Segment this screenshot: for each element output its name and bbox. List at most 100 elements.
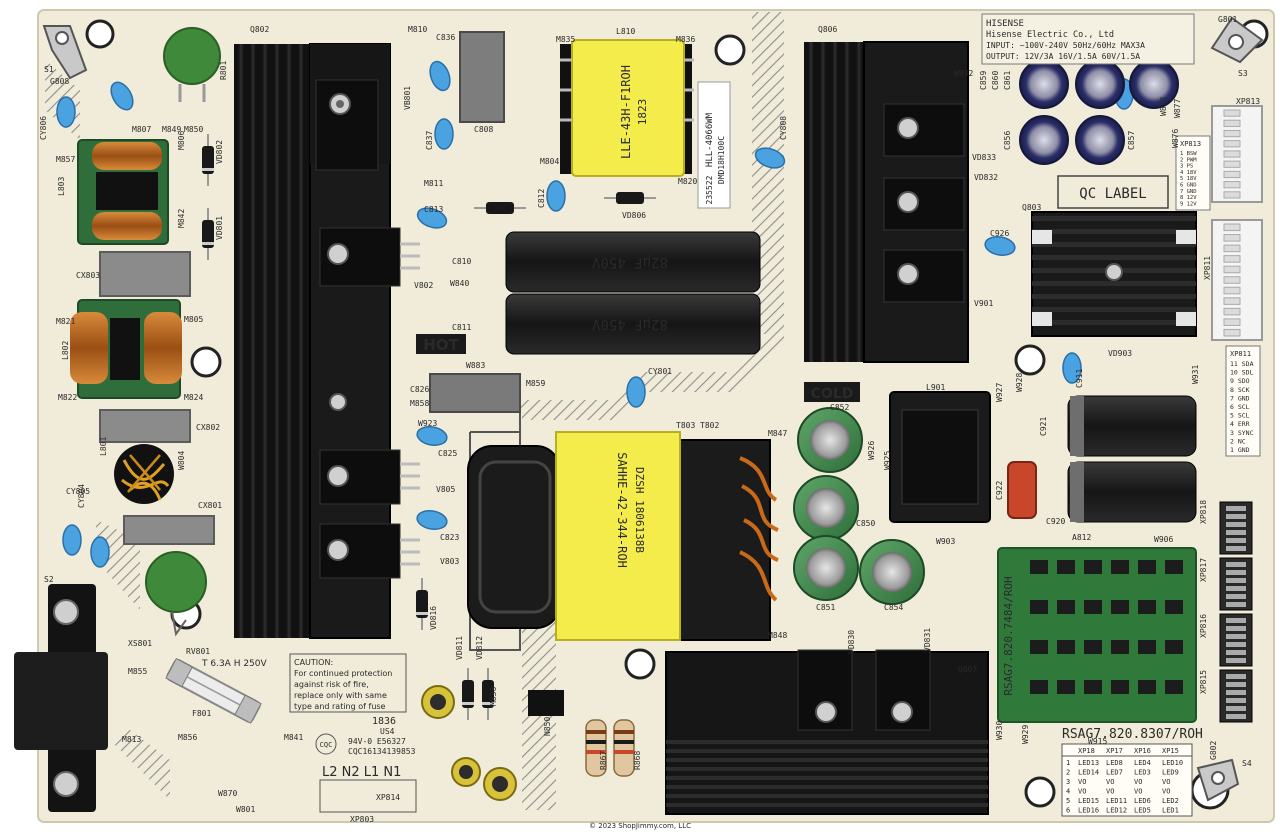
xp813-pin: 8 12V (1180, 195, 1197, 201)
ref-c920: C920 (1046, 517, 1065, 526)
ref-g801: G801 (1218, 15, 1237, 24)
ref-m836: M836 (676, 35, 695, 44)
ref-q807: Q807 (958, 665, 977, 674)
ref-m849: M849 (162, 125, 181, 134)
cert-line-1: 94V-0 E56327 (348, 737, 406, 746)
ref-w930: W930 (995, 721, 1004, 740)
varistor-r801 (163, 27, 221, 102)
xp811-pin: 1 GND (1230, 446, 1250, 454)
xp811-pin: 11 SDA (1230, 360, 1254, 368)
ref-n850: N850 (543, 717, 552, 736)
y-capacitor (626, 376, 646, 408)
fuse-rating: T 6.3A H 250V (201, 659, 267, 669)
transistor-v803 (319, 523, 420, 579)
mains-xp803-box (319, 779, 417, 813)
ref-w876: W876 (1171, 129, 1180, 148)
output-inductor-l901 (889, 391, 991, 523)
ref-m859: M859 (526, 379, 545, 388)
ref-v802: V802 (414, 281, 433, 290)
electrolytic-capacitor-small-3 (483, 767, 517, 801)
led-table-cell: 6 (1066, 807, 1070, 815)
ref-xp816: XP816 (1199, 614, 1208, 638)
ref-m804: M804 (540, 157, 559, 166)
led-table-cell: LED13 (1078, 759, 1099, 767)
ref-w926: W926 (867, 441, 876, 460)
company-text: Hisense Electric Co., Ltd (986, 30, 1114, 40)
ref-m824: M824 (184, 393, 203, 402)
ref-m835: M835 (556, 35, 575, 44)
hot-label: HOT (423, 336, 459, 354)
ref-xp815: XP815 (1199, 670, 1208, 694)
fuse-f801 (165, 657, 262, 724)
ref-rv801: RV801 (186, 647, 210, 656)
ref-c921: C921 (1039, 417, 1048, 436)
optocoupler-n850 (528, 690, 564, 716)
xp811-pin: 6 SCL (1230, 403, 1250, 411)
ref-vd903: VD903 (1108, 349, 1132, 358)
xp813-pin: 1 BSW (1180, 151, 1197, 157)
ref-m811: M811 (424, 179, 443, 188)
ref-w925: W925 (883, 451, 892, 470)
ref-q806: Q806 (818, 25, 837, 34)
transistor-v805 (319, 449, 420, 505)
ground-lug-g802 (1196, 758, 1240, 802)
led-table-cell: 1 (1066, 759, 1070, 767)
ref-w903: W903 (936, 537, 955, 546)
x-capacitor-cx803 (99, 251, 191, 297)
ref-s4: S4 (1242, 759, 1252, 768)
ref-l901: L901 (926, 383, 945, 392)
led-table-cell: LED3 (1134, 769, 1151, 777)
toroid-l801 (114, 444, 174, 504)
led-table-header: XP18 (1078, 747, 1095, 755)
y-capacitor (546, 180, 566, 212)
cert-us: US4 (380, 727, 395, 736)
sticker-serial: 235522 (705, 175, 714, 204)
electrolytic-capacitor-c852 (797, 407, 863, 473)
y-capacitor (416, 207, 448, 229)
ref-xp817: XP817 (1199, 558, 1208, 582)
ref-c911: C911 (1075, 369, 1084, 388)
xp813-pin: 5 18V (1180, 176, 1197, 182)
ref-c823: C823 (440, 533, 459, 542)
ref-s3: S3 (1238, 69, 1248, 78)
common-mode-choke-l802 (70, 299, 182, 399)
inductor-text-1: LLE-43H-F1ROH (619, 65, 633, 159)
secondary-heatsink-q807 (665, 649, 989, 815)
ref-v803: V803 (440, 557, 459, 566)
output-capacitor (1129, 59, 1179, 109)
xp811-pin: 9 SDO (1230, 377, 1250, 385)
ref-xp818: XP818 (1199, 500, 1208, 524)
film-capacitor-c922 (1007, 461, 1037, 519)
ref-g808: G808 (50, 77, 69, 86)
y-capacitor (984, 236, 1016, 256)
ref-w840: W840 (450, 279, 469, 288)
led-table-cell: LED7 (1106, 769, 1123, 777)
xp811-pin: 7 GND (1230, 394, 1250, 402)
inductor-text-2: 1823 (636, 99, 649, 126)
y-capacitor (416, 426, 448, 446)
xp813-pin: 9 12V (1180, 201, 1197, 207)
xp813-pin: 7 GND (1180, 189, 1197, 195)
ref-m855: M855 (128, 667, 147, 676)
output-capacitors (1019, 59, 1179, 165)
led-table-cell: LED1 (1162, 807, 1179, 815)
cap-value-1: 82μF 450V (592, 254, 668, 270)
ref-c852: C852 (830, 403, 849, 412)
ref-l801: L801 (99, 437, 108, 456)
ref-vd833: VD833 (972, 153, 996, 162)
ref-c812: C812 (537, 189, 546, 208)
ref-c859: C859 (979, 71, 988, 90)
film-capacitor-w883 (429, 373, 521, 413)
xp811-pin: 2 NC (1230, 437, 1246, 445)
led-table-cell: 3 (1066, 778, 1070, 786)
ref-c836: C836 (436, 33, 455, 42)
brand-text: HISENSE (986, 19, 1024, 29)
ref-cx801: CX801 (198, 501, 222, 510)
ref-w915: W915 (1088, 737, 1107, 746)
cert-date: 1836 (372, 716, 396, 727)
ground-lug-g808 (42, 25, 88, 80)
ref-c837: C837 (425, 131, 434, 150)
